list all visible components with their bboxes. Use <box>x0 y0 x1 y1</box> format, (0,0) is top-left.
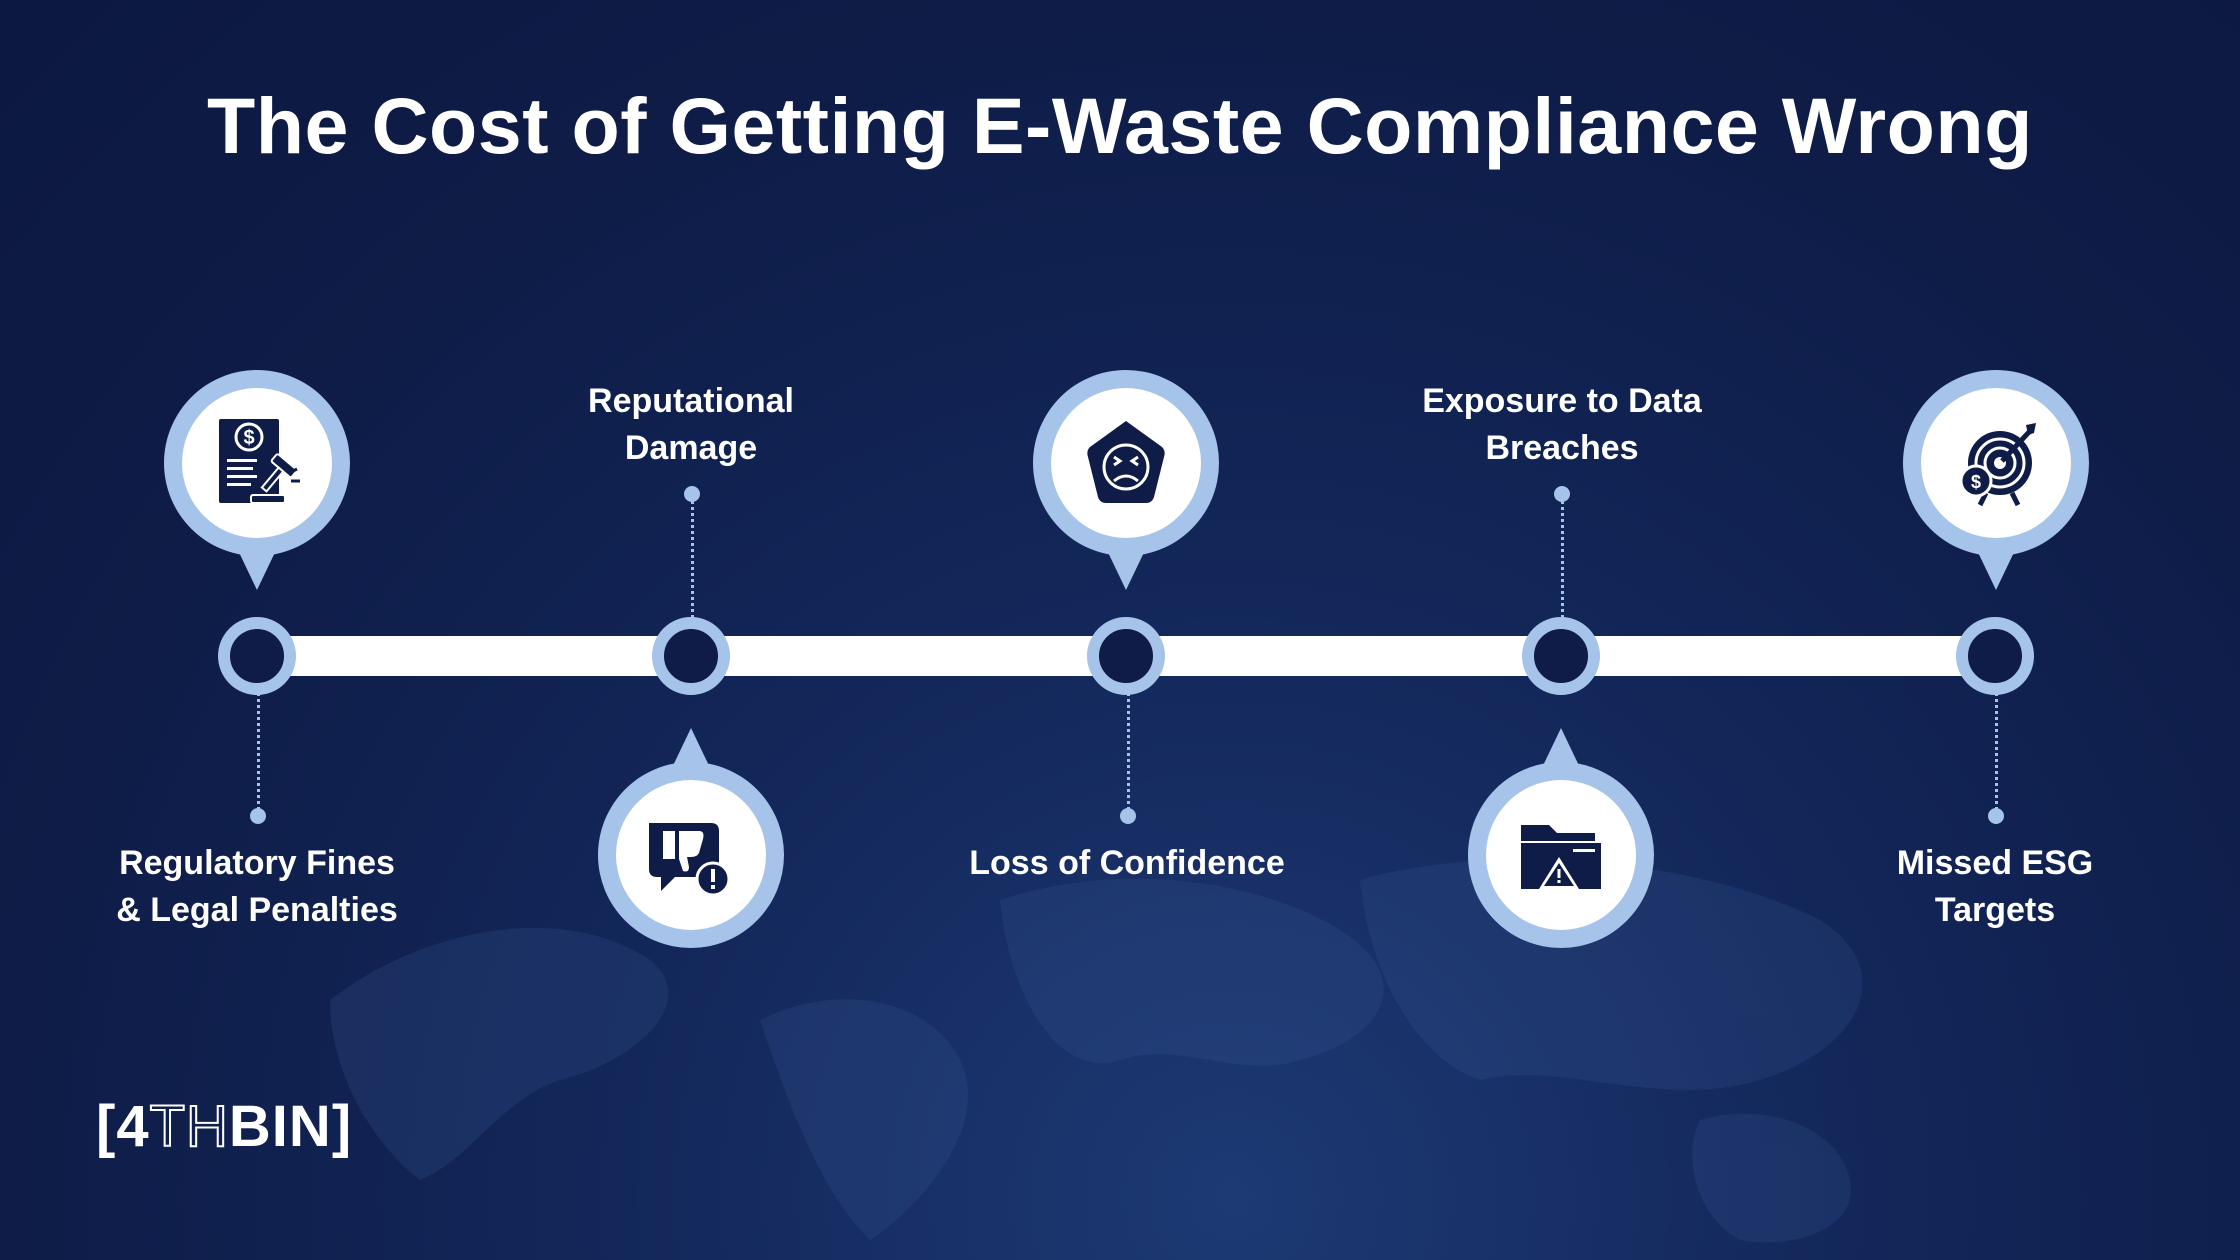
step-1-label: Regulatory Fines & Legal Penalties <box>67 840 447 934</box>
logo-part-2: TH <box>149 1093 229 1160</box>
connector-dot-3 <box>1120 808 1136 824</box>
timeline-node-5 <box>1956 617 2034 695</box>
step-4-label-line2: Breaches <box>1485 429 1639 467</box>
connector-1 <box>257 686 260 816</box>
svg-text:$: $ <box>1971 472 1981 492</box>
logo-part-3: BIN <box>228 1094 332 1159</box>
connector-dot-1 <box>250 808 266 824</box>
logo-bracket-open: [ <box>96 1094 117 1159</box>
step-5-label-line1: Missed ESG <box>1896 844 2094 882</box>
step-2-label-line2: Damage <box>624 429 758 467</box>
step-4-label-line1: Exposure to Data <box>1422 382 1702 420</box>
step-3-pin <box>1033 370 1219 590</box>
logo-part-1: 4 <box>116 1094 150 1159</box>
timeline-node-3 <box>1087 617 1165 695</box>
step-1-label-line1: Regulatory Fines <box>119 844 395 882</box>
page-title: The Cost of Getting E-Waste Compliance W… <box>207 81 2033 170</box>
brand-logo: [4THBIN] <box>96 1093 352 1160</box>
step-3-label: Loss of Confidence <box>937 840 1317 887</box>
step-4-label: Exposure to Data Breaches <box>1372 378 1752 472</box>
step-4-pin <box>1468 728 1654 948</box>
connector-3 <box>1127 686 1130 816</box>
step-2-label: Reputational Damage <box>501 378 881 472</box>
timeline-node-4 <box>1522 617 1600 695</box>
connector-dot-2 <box>684 486 700 502</box>
folder-warning-icon <box>1521 825 1601 889</box>
thumbs-down-warning-icon <box>649 823 731 897</box>
step-2-pin <box>598 728 784 948</box>
step-5-pin: $ <box>1903 370 2089 590</box>
connector-4 <box>1561 494 1564 618</box>
sad-face-badge-icon <box>1087 421 1165 503</box>
timeline-node-1 <box>218 617 296 695</box>
timeline-node-2 <box>652 617 730 695</box>
svg-text:$: $ <box>243 427 254 449</box>
connector-dot-5 <box>1988 808 2004 824</box>
connector-5 <box>1995 686 1998 816</box>
step-3-label-line1: Loss of Confidence <box>969 844 1285 882</box>
step-1-pin: $ <box>164 370 350 590</box>
step-5-label-line2: Targets <box>1934 891 2056 929</box>
logo-bracket-close: ] <box>331 1094 353 1159</box>
connector-2 <box>691 494 694 618</box>
connector-dot-4 <box>1554 486 1570 502</box>
step-1-label-line2: & Legal Penalties <box>116 891 398 929</box>
target-coin-icon: $ <box>1959 423 2036 507</box>
legal-document-gavel-icon: $ <box>219 419 300 504</box>
step-5-label: Missed ESG Targets <box>1805 840 2185 934</box>
step-2-label-line1: Reputational <box>588 382 794 420</box>
